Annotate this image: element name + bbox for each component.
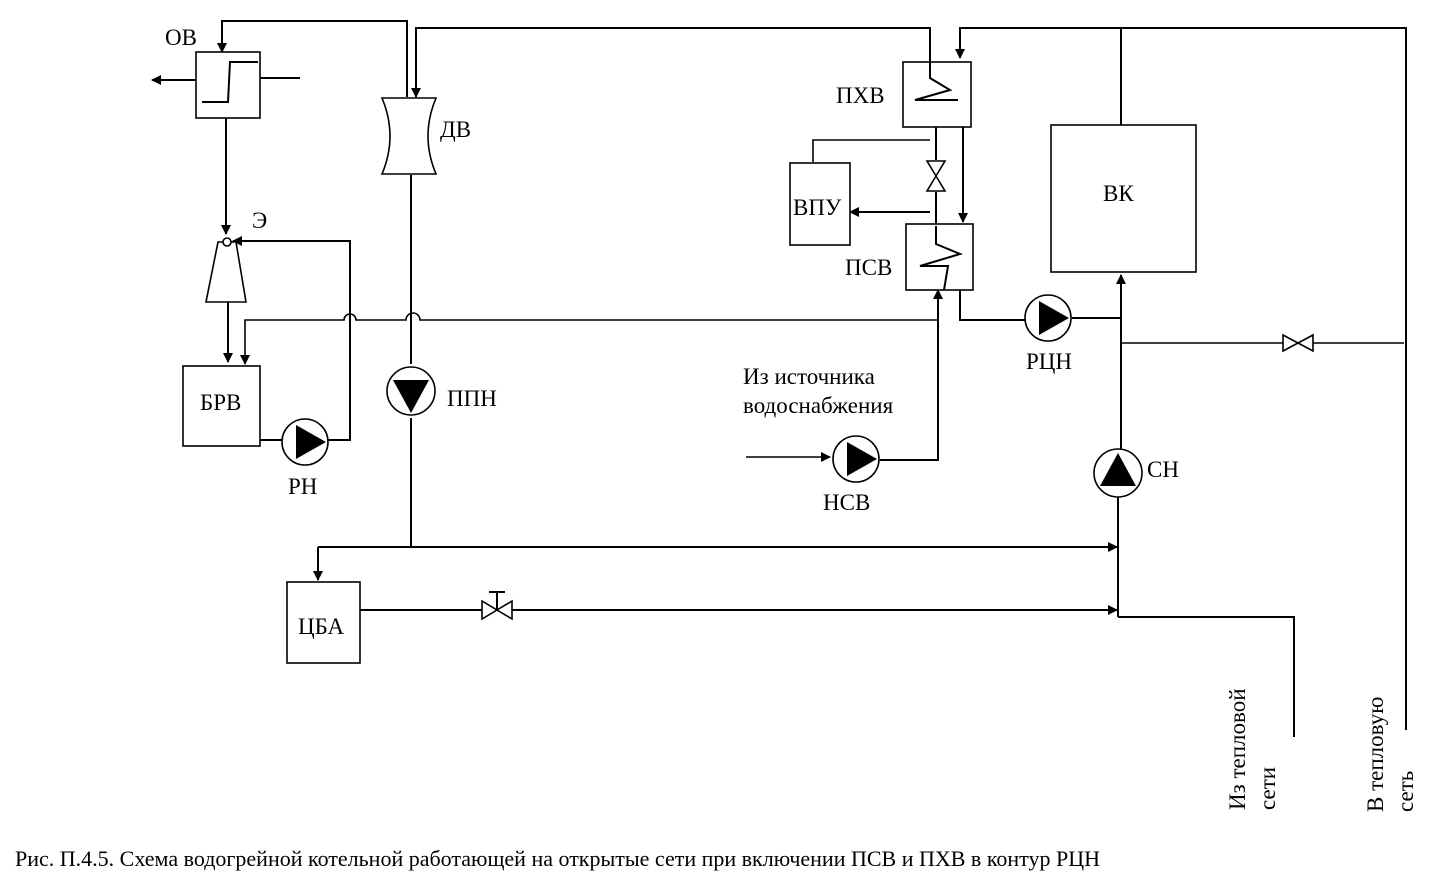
ejector: [205, 237, 247, 303]
sn-pump: [1093, 448, 1143, 498]
sn-label: СН: [1147, 457, 1179, 482]
vpu-unit: [789, 162, 851, 246]
rn-pump: [281, 418, 329, 466]
cba-valve: [481, 591, 513, 621]
vk-boiler: [1050, 124, 1197, 273]
brv-tank: [182, 365, 261, 447]
phv-psv-valve: [925, 160, 947, 192]
from-net-label-line1: Из тепловой: [1225, 688, 1250, 810]
phv-label: ПХВ: [836, 83, 885, 108]
nsv-pump: [832, 435, 880, 483]
ppn-pump: [386, 366, 436, 416]
figure-caption: Рис. П.4.5. Схема водогрейной котельной …: [15, 846, 1100, 871]
cba-label: ЦБА: [298, 614, 345, 639]
source-label-line1: Из источника: [743, 364, 875, 389]
ov-heater: [195, 51, 261, 119]
vk-label: ВК: [1103, 181, 1134, 206]
e-label: Э: [252, 208, 267, 233]
rcn-pump: [1024, 294, 1072, 342]
network-valve: [1282, 333, 1314, 353]
vpu-label: ВПУ: [793, 195, 842, 220]
psv-label: ПСВ: [845, 255, 892, 280]
source-label-line2: водоснабжения: [743, 393, 894, 418]
rcn-label: РЦН: [1026, 349, 1072, 374]
cba-tank: [286, 581, 361, 664]
to-net-label-line1: В тепловую: [1363, 697, 1388, 812]
nsv-label: НСВ: [823, 490, 870, 515]
brv-label: БРВ: [200, 390, 241, 415]
phv-heater: [902, 61, 972, 128]
rn-label: РН: [288, 474, 317, 499]
dv-label: ДВ: [440, 117, 471, 142]
to-net-label-line2: сеть: [1393, 771, 1418, 812]
psv-heater: [905, 223, 974, 291]
pipe-network: [151, 20, 1407, 737]
ov-label: ОВ: [165, 25, 197, 50]
from-net-label-line2: сети: [1255, 767, 1280, 810]
dv-deaerator: [380, 97, 438, 175]
ppn-label: ППН: [447, 386, 497, 411]
